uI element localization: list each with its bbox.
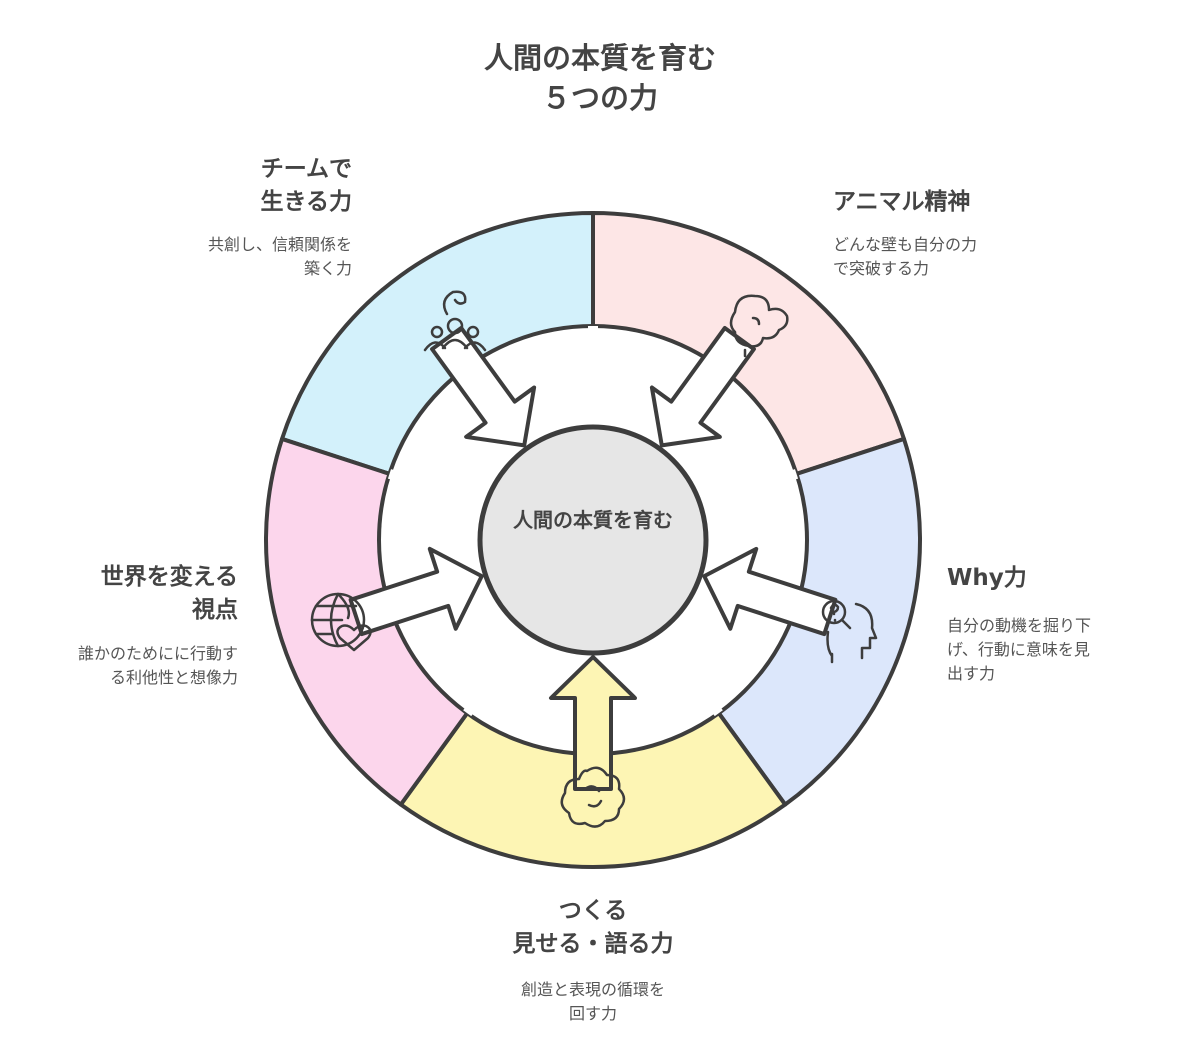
why-desc-line2: げ、行動に意味を見: [947, 640, 1090, 659]
why-desc: 自分の動機を掘り下 げ、行動に意味を見 出す力: [947, 614, 1167, 686]
animal-arrow: [649, 325, 756, 448]
center-circle: [477, 424, 709, 656]
team-title-line2: 生きる力: [260, 189, 352, 215]
world-arrow: [348, 546, 484, 637]
team-title: チームで 生きる力: [150, 153, 352, 219]
why-ring-gap: [698, 469, 799, 510]
team-desc-line2: 築く力: [303, 259, 352, 278]
create-title: つくる 見せる・語る力: [443, 895, 743, 961]
why-title: Why力: [947, 565, 1027, 591]
globe-heart-icon: [310, 592, 372, 652]
team-desc-line1: 共創し、信頼関係を: [207, 235, 352, 254]
world-title-line1: 世界を変える: [100, 564, 238, 590]
head-question-icon: [821, 599, 878, 664]
create-desc: 創造と表現の循環を 回す力: [443, 978, 743, 1026]
lion-icon: [729, 294, 789, 358]
team-arrow: [430, 325, 537, 448]
create-title-line2: 見せる・語る力: [512, 931, 674, 957]
create-ring-gap: [655, 628, 723, 717]
world-desc-line2: る利他性と想像力: [109, 668, 238, 687]
create-arrow: [549, 655, 637, 791]
why-arrow: [702, 546, 838, 637]
create-desc-line1: 創造と表現の循環を: [520, 980, 665, 999]
animal-title: アニマル精神: [833, 189, 971, 215]
why-desc-line3: 出す力: [947, 664, 996, 683]
team-title-line1: チームで: [260, 156, 352, 182]
world-desc-line1: 誰かのためにに行動す: [77, 644, 238, 663]
create-desc-line2: 回す力: [568, 1004, 617, 1023]
brain-icon: [560, 766, 626, 828]
page-title: 人間の本質を育む ５つの力: [0, 38, 1200, 118]
team-desc: 共創し、信頼関係を 築く力: [120, 233, 352, 281]
world-title-line2: 視点: [192, 597, 238, 623]
animal-desc-line1: どんな壁も自分の力: [833, 235, 978, 254]
title-line-1: 人間の本質を育む: [483, 41, 716, 75]
center-label: 人間の本質を育む: [513, 508, 673, 532]
create-title-line1: つくる: [558, 898, 628, 924]
team-ring-gap: [387, 469, 488, 510]
world-title: 世界を変える 視点: [20, 561, 238, 627]
animal-desc: どんな壁も自分の力 で突破する力: [833, 233, 1053, 281]
world-desc: 誰かのためにに行動す る利他性と想像力: [20, 642, 238, 690]
animal-desc-line2: で突破する力: [833, 259, 930, 278]
why-desc-line1: 自分の動機を掘り下: [947, 616, 1092, 635]
title-line-2: ５つの力: [541, 81, 658, 115]
world-ring-gap: [463, 628, 531, 717]
team-people-icon: [423, 290, 487, 352]
